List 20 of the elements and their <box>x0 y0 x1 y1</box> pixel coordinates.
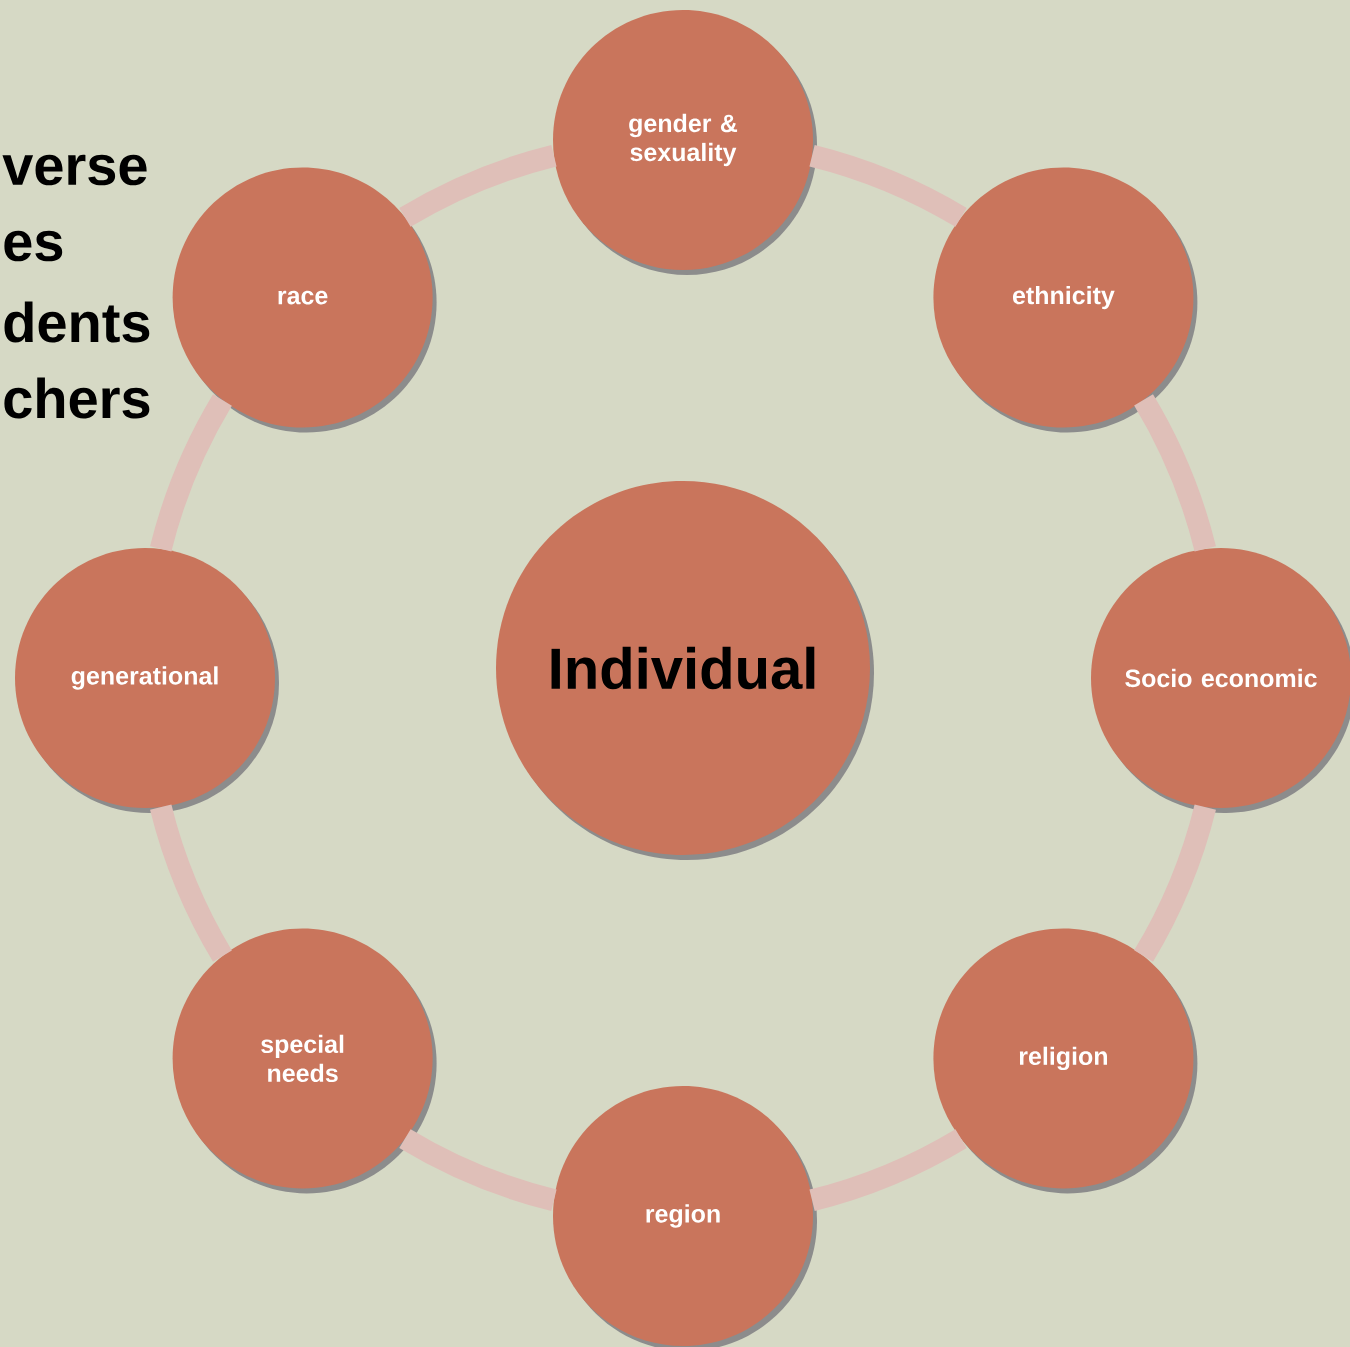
circle-node: Individual <box>496 481 874 860</box>
heading-text: chers <box>4 377 150 419</box>
heading-text: es <box>4 230 63 262</box>
ring-segment <box>150 804 232 962</box>
circle-node: region <box>553 1086 817 1347</box>
circle-node: ethnicity <box>933 167 1198 433</box>
circle-node: special needs <box>172 928 437 1194</box>
ring-segment <box>399 145 557 227</box>
ring-segment <box>1134 804 1216 962</box>
circle-node: race <box>172 167 437 433</box>
ring-segment <box>809 145 967 227</box>
ring-segment <box>1134 394 1216 552</box>
circle-node: Socio economic <box>1091 548 1350 813</box>
ring-segment <box>150 394 232 552</box>
circle-node: generational <box>15 548 279 813</box>
circle-node: religion <box>933 928 1198 1194</box>
ring-segment <box>399 1129 557 1211</box>
heading-text: verse <box>2 154 147 186</box>
ring-segment <box>809 1129 967 1211</box>
circle-node: gender & sexuality <box>553 10 817 275</box>
